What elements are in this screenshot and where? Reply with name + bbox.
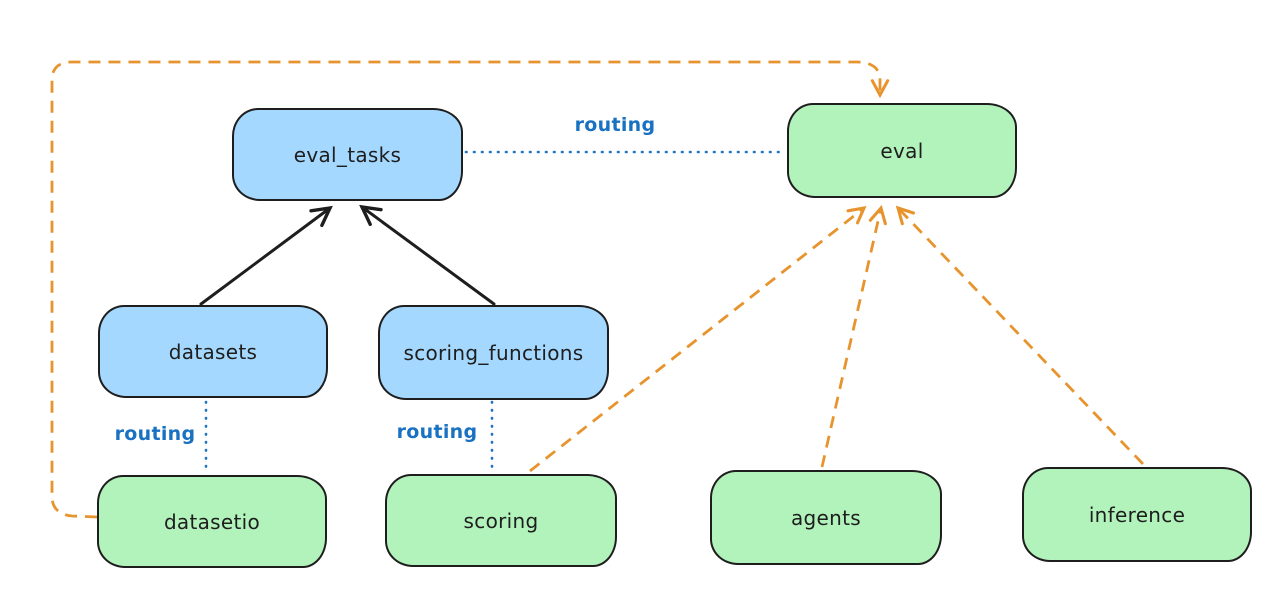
- node-eval-label: eval: [880, 138, 924, 163]
- node-datasets-label: datasets: [168, 339, 258, 364]
- routing-label-left: routing: [114, 423, 196, 445]
- node-eval: eval: [787, 103, 1017, 198]
- edge-datasetio-to-eval-dashed: [50, 60, 890, 519]
- edge-agents-to-eval-dashed: [820, 204, 887, 468]
- node-agents-label: agents: [791, 505, 861, 530]
- node-datasets: datasets: [98, 305, 328, 398]
- edge-scoring-to-eval-dashed: [529, 205, 867, 473]
- node-inference-label: inference: [1088, 502, 1186, 527]
- node-scoring-label: scoring: [463, 508, 539, 533]
- routing-label-middle: routing: [396, 421, 478, 443]
- node-datasetio: datasetio: [97, 475, 327, 568]
- node-agents: agents: [710, 470, 942, 565]
- node-scoring: scoring: [385, 474, 617, 567]
- node-datasetio-label: datasetio: [163, 509, 261, 534]
- node-scoring-functions-label: scoring_functions: [403, 340, 584, 365]
- node-eval-tasks: eval_tasks: [232, 108, 463, 201]
- node-eval-tasks-label: eval_tasks: [293, 142, 402, 167]
- edge-scoring-functions-to-eval-tasks: [359, 204, 496, 306]
- node-inference: inference: [1022, 467, 1252, 562]
- edge-inference-to-eval-dashed: [895, 205, 1145, 465]
- edge-datasets-to-eval-tasks: [199, 205, 333, 306]
- node-scoring-functions: scoring_functions: [378, 305, 609, 400]
- routing-label-top: routing: [574, 114, 656, 136]
